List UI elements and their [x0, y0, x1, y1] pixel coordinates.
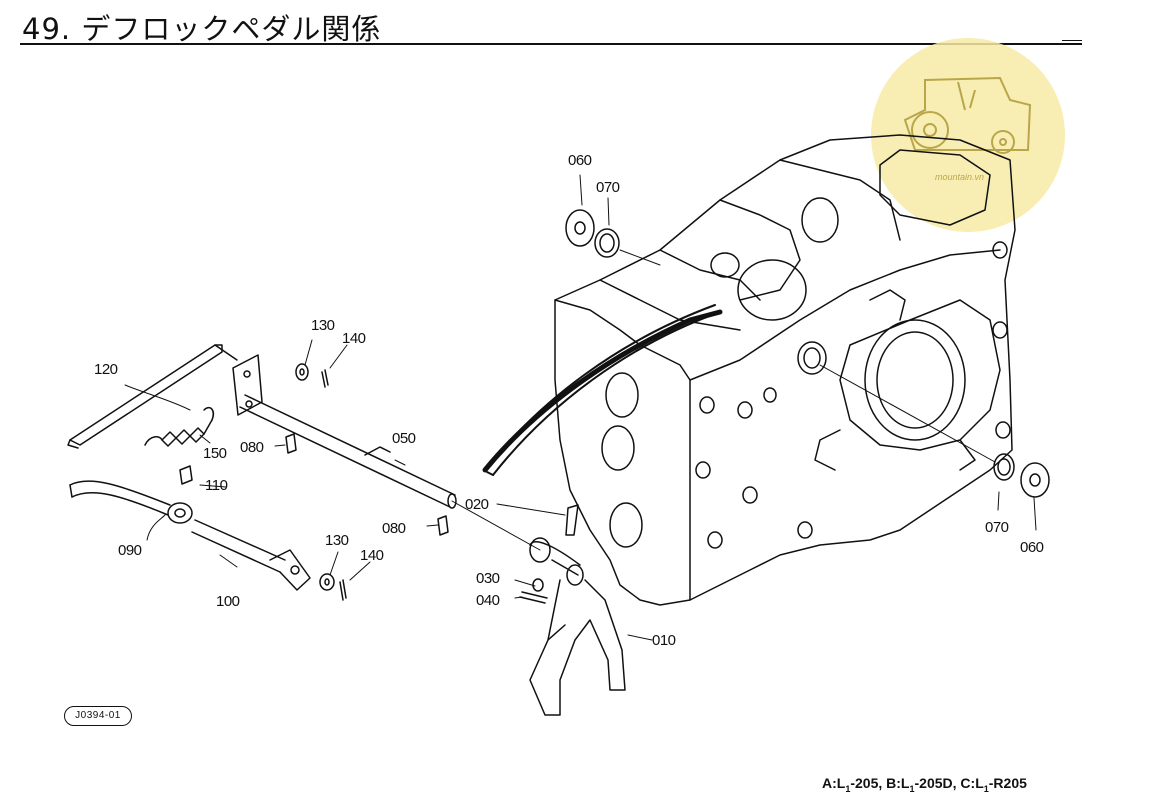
collar-080-lower [437, 515, 449, 536]
washer-030 [532, 578, 544, 592]
model-footer: A:L1-205, B:L1-205D, C:L1-R205 [822, 775, 1027, 794]
seal-070-right [993, 453, 1015, 481]
washer-060-right [1020, 462, 1050, 498]
spring-150 [144, 406, 215, 447]
title-underline [20, 43, 1082, 45]
footer-b-model: -205D, [914, 775, 957, 791]
seal-070-top [594, 228, 620, 258]
callouts: 060 070 130 140 120 050 080 150 110 020 … [94, 152, 1044, 649]
leader-lines [124, 174, 1037, 641]
callout-060-top: 060 [568, 152, 592, 169]
shift-fork-010 [529, 537, 626, 716]
pedal-arm-090 [69, 480, 193, 524]
footer-a-label: A:L [822, 775, 846, 791]
callout-050: 050 [392, 430, 416, 447]
bracket-plate [232, 354, 263, 416]
callout-060-right: 060 [1020, 539, 1044, 556]
footer-a-sub: 1 [845, 783, 851, 794]
transmission-housing [554, 134, 1016, 606]
rod-120 [67, 344, 238, 449]
callout-110: 110 [205, 477, 228, 494]
footer-a-model: -205, [850, 775, 883, 791]
callout-130-upper: 130 [311, 317, 335, 334]
reference-code-badge: J0394-01 [64, 706, 132, 726]
callout-040: 040 [476, 592, 500, 609]
callout-120: 120 [94, 361, 118, 378]
callout-030: 030 [476, 570, 500, 587]
rod-100 [191, 519, 311, 591]
callout-140-lower: 140 [360, 547, 384, 564]
watermark-text: mountain.vn [935, 172, 984, 182]
watermark-circle [871, 38, 1065, 232]
callout-070-right: 070 [985, 519, 1009, 536]
footer-c-model: -R205 [988, 775, 1027, 791]
watermark-logo: mountain.vn [871, 38, 1065, 232]
reference-code: J0394-01 [75, 710, 121, 721]
footer-b-sub: 1 [909, 783, 915, 794]
footer-c-label: C:L [960, 775, 984, 791]
page-title: 49. デフロックペダル関係 [22, 12, 382, 46]
pin-040 [519, 591, 548, 604]
footer-c-sub: 1 [983, 783, 989, 794]
callout-080-lower: 080 [382, 520, 406, 537]
footer-b-label: B:L [886, 775, 910, 791]
cable [482, 304, 723, 476]
collar-080-upper [285, 433, 297, 454]
tractor-icon [903, 76, 1032, 154]
bolt-020 [565, 504, 579, 536]
shaft-050 [239, 394, 457, 509]
callout-140-upper: 140 [342, 330, 366, 347]
washer-130-lower [319, 573, 347, 601]
callout-150: 150 [203, 445, 227, 462]
callout-090: 090 [118, 542, 142, 559]
callout-070-top: 070 [596, 179, 620, 196]
title-underline-tick [1062, 40, 1082, 41]
callout-130-lower: 130 [325, 532, 349, 549]
callout-100: 100 [216, 593, 240, 610]
washer-130-upper [295, 363, 329, 388]
callout-020: 020 [465, 496, 489, 513]
callout-010: 010 [652, 632, 676, 649]
pin-110 [179, 465, 193, 485]
washer-060-top [565, 209, 595, 247]
callout-080-upper: 080 [240, 439, 264, 456]
